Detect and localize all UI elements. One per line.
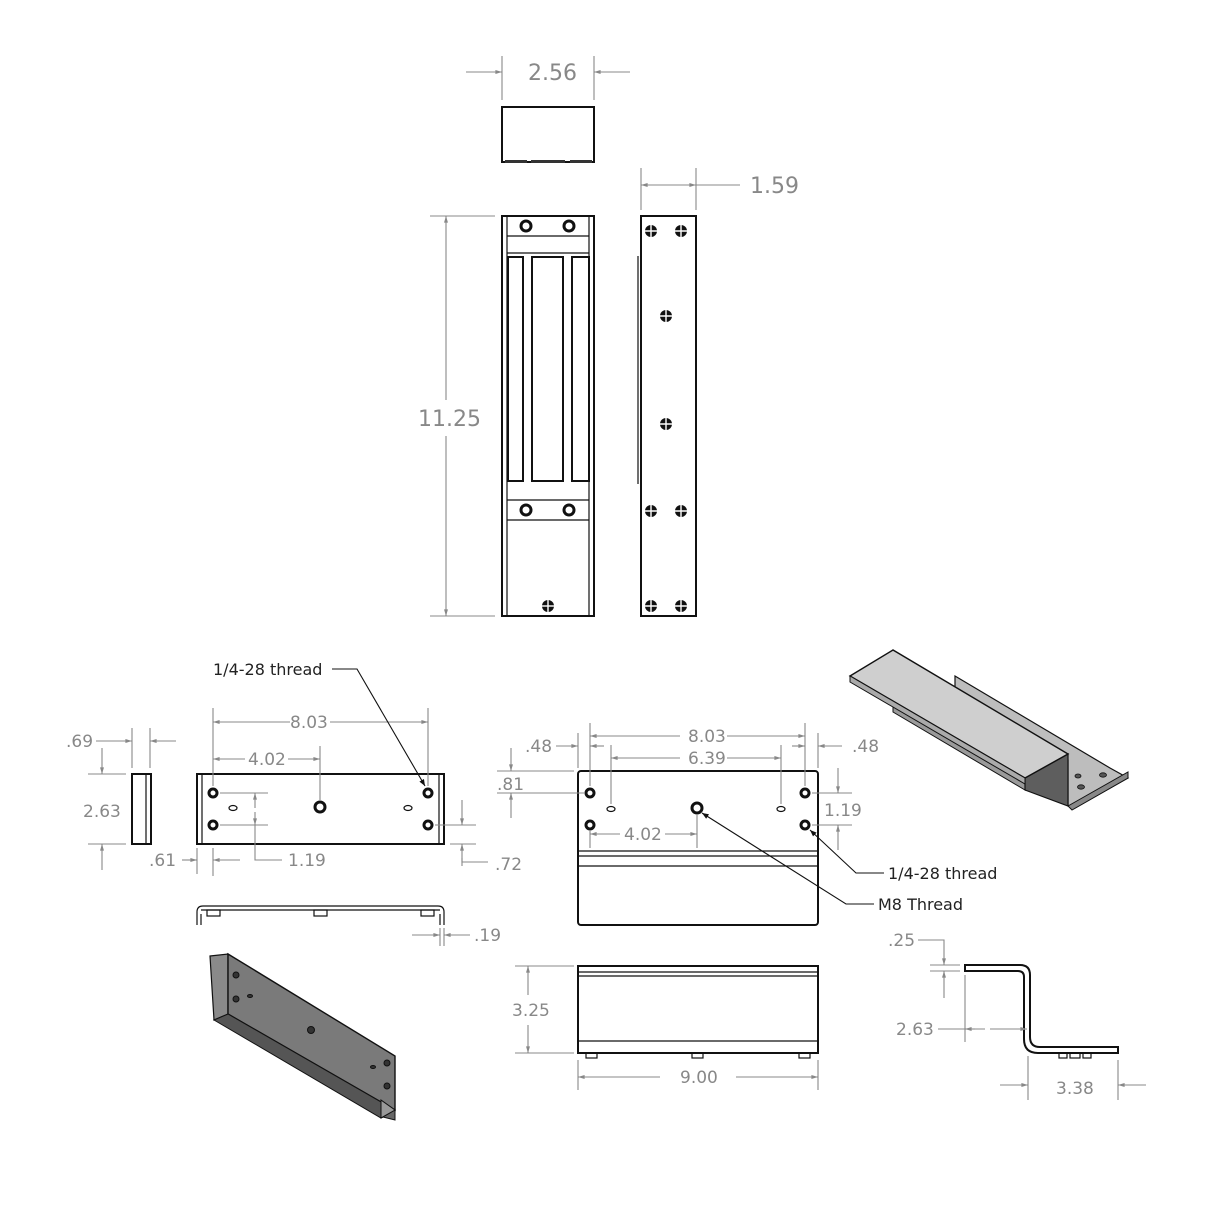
dim-zbracket-hole-span: 8.03 <box>688 727 726 747</box>
dim-zbracket-offset: 2.63 <box>896 1020 934 1040</box>
dim-lbracket-edge: .61 <box>149 851 176 871</box>
dim-zbracket-right-edge: .48 <box>852 737 879 757</box>
zbracket-front-view: 8.03 6.39 .48 .48 .81 4.02 1.19 <box>497 723 997 926</box>
magnet-top-view: 2.56 <box>466 56 630 163</box>
dim-magnet-height: 11.25 <box>418 407 481 432</box>
dim-zbracket-thickness: .25 <box>888 931 915 951</box>
dim-lbracket-height: 2.63 <box>83 802 121 822</box>
dim-magnet-width: 2.56 <box>528 61 577 86</box>
dim-zbracket-hole-pitch: 1.19 <box>824 801 862 821</box>
zbracket-bottom-view: 3.25 9.00 <box>512 965 819 1090</box>
lbracket-top-view: .19 <box>196 905 501 946</box>
dim-zbracket-height: 3.25 <box>512 1001 550 1021</box>
dim-lbracket-bottom-edge: .72 <box>495 855 522 875</box>
zbracket-isometric <box>848 649 1130 811</box>
callout-zbracket-thread: 1/4-28 thread <box>888 864 997 883</box>
magnet-front-view: 11.25 <box>418 215 595 617</box>
dim-magnet-depth: 1.59 <box>750 174 799 199</box>
dim-zbracket-flange: 3.38 <box>1056 1079 1094 1099</box>
screw-icon <box>542 600 554 612</box>
dim-zbracket-length: 9.00 <box>680 1068 718 1088</box>
dim-lbracket-thickness: .69 <box>66 732 93 752</box>
dim-zbracket-slot-span: 6.39 <box>688 749 726 769</box>
dim-zbracket-top-edge: .81 <box>497 775 524 795</box>
callout-zbracket-m8: M8 Thread <box>878 895 963 914</box>
dim-lbracket-hole-pitch: 1.19 <box>288 851 326 871</box>
magnet-side-view: 1.59 <box>637 168 799 617</box>
lbracket-side-view: .69 2.63 <box>66 728 176 870</box>
dim-lbracket-flange: .19 <box>474 926 501 946</box>
dim-zbracket-center-hole: 4.02 <box>624 825 662 845</box>
zbracket-side-view: .25 2.63 3.38 <box>888 931 1146 1100</box>
dim-lbracket-center-hole: 4.02 <box>248 750 286 770</box>
lbracket-front-view: 8.03 4.02 1.19 .61 .72 1/4-28 thread <box>149 660 522 876</box>
lbracket-isometric <box>209 952 397 1121</box>
dim-zbracket-left-edge: .48 <box>525 737 552 757</box>
dim-lbracket-hole-span: 8.03 <box>290 713 328 733</box>
callout-lbracket-thread: 1/4-28 thread <box>213 660 322 679</box>
